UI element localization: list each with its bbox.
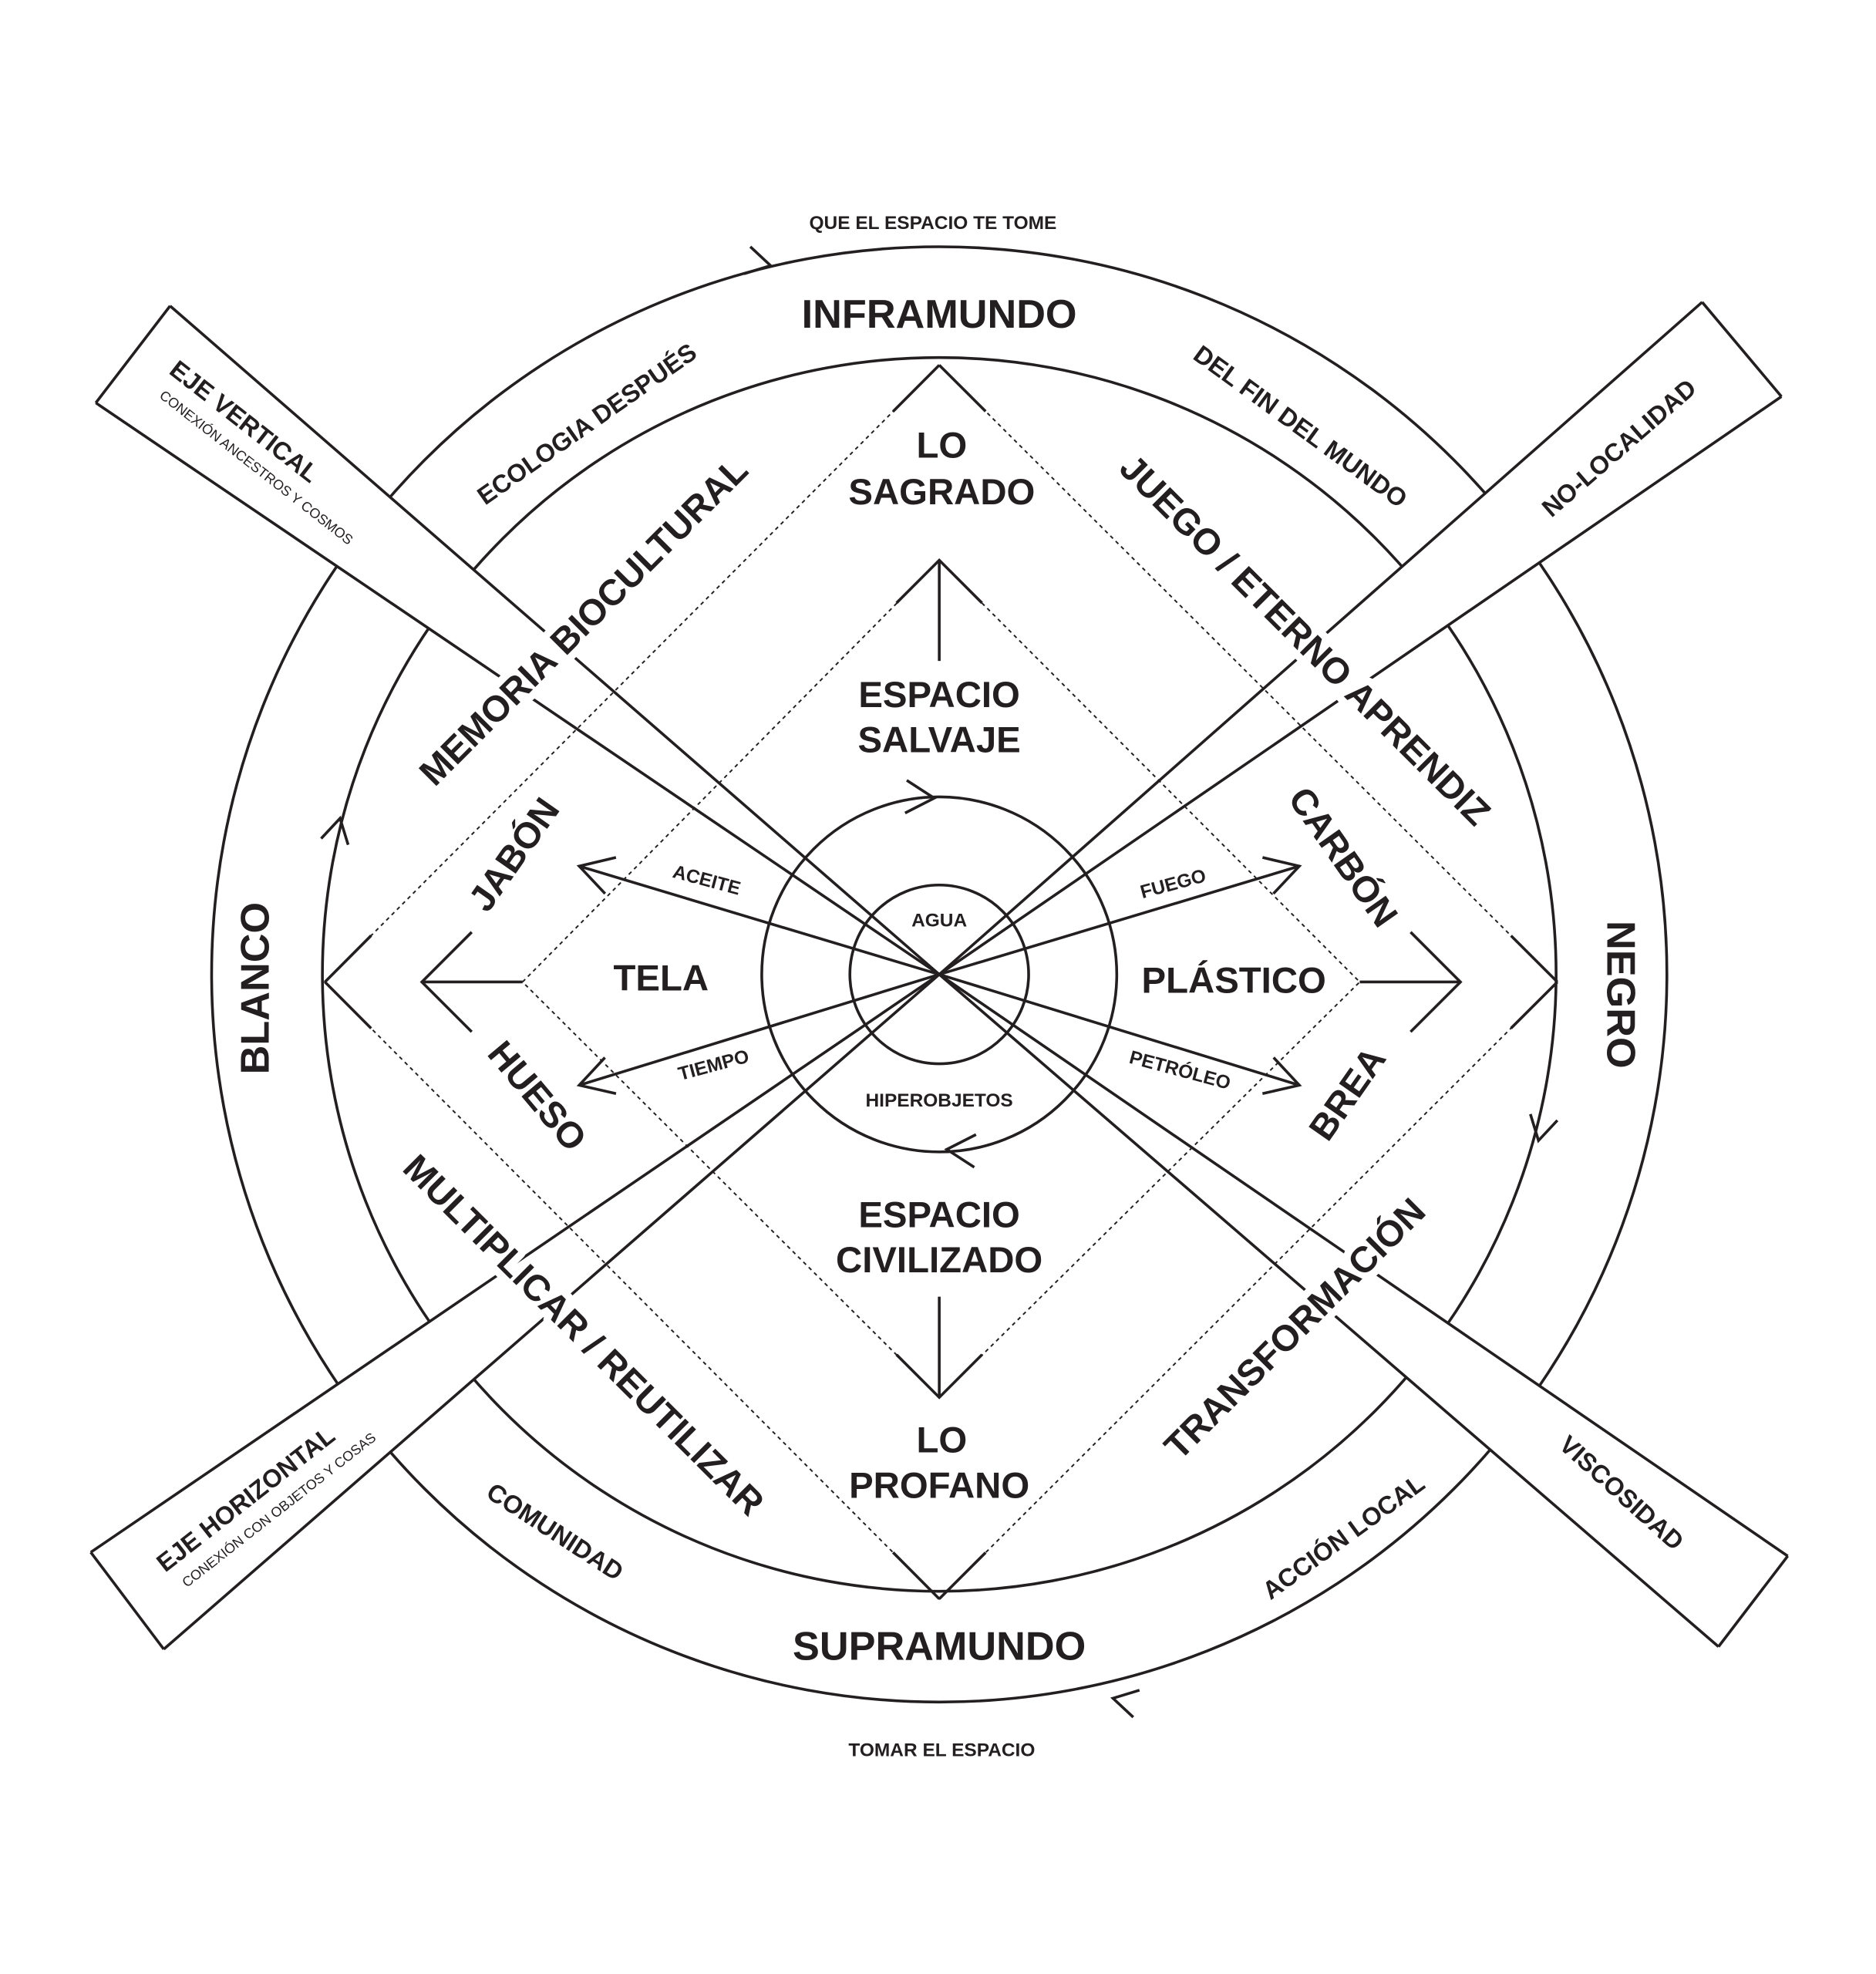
agua-label: AGUA (911, 911, 967, 931)
sagrado-line2: SAGRADO (848, 472, 1035, 513)
inner-circle-arrow-left (320, 815, 350, 846)
flow-arrowhead-fuego (1261, 856, 1302, 895)
axis-beam-edge (89, 973, 941, 1554)
axis-beam-edge (938, 301, 1703, 976)
diamond-vertex-segment (891, 1551, 941, 1600)
flow-arrow-aceite (578, 864, 940, 976)
outer-circle-arrow-top (743, 245, 773, 275)
plastico-label: PLÁSTICO (1142, 960, 1326, 1002)
accion-local-label: ACCIÓN LOCAL (1257, 1468, 1430, 1605)
inner-ring-circle (321, 355, 1558, 1593)
negro-label: NEGRO (1598, 921, 1642, 1069)
axis-beam-edge (95, 401, 941, 976)
center-circle-arrow-top (904, 779, 938, 814)
profano-line2: PROFANO (849, 1465, 1029, 1506)
axis-box-end (1717, 1555, 1789, 1648)
axis-beam-edge (169, 305, 941, 976)
flow-arrowhead-aceite (576, 856, 617, 895)
axis-beam-edge (938, 973, 1789, 1558)
diamond-vertex-segment (938, 1551, 987, 1600)
aceite-label: ACEITE (671, 861, 743, 899)
hiperobjetos-circle (760, 795, 1119, 1154)
arrow-down-head (895, 1353, 983, 1400)
jabon-label: JABÓN (460, 790, 568, 918)
flow-arrow-tiempo (578, 972, 940, 1087)
sagrado-line1: LO (917, 426, 968, 467)
outer-circle-arrow-bottom (1110, 1689, 1140, 1719)
diamond-vertex-segment (938, 364, 987, 413)
flow-arrow-petroleo (938, 972, 1300, 1087)
diamond-vertex-segment (1510, 935, 1559, 983)
axis-box-end (1701, 301, 1783, 398)
diamond-vertex-segment (324, 935, 372, 983)
civilizado-line2: CIVILIZADO (836, 1240, 1042, 1281)
flow-arrow-fuego (938, 864, 1300, 976)
axis-box-end (89, 1551, 165, 1650)
civilizado-line1: ESPACIO (858, 1194, 1020, 1235)
carbon-label: CARBÓN (1280, 779, 1406, 935)
transformacion-label: TRANSFORMACIÓN (1156, 1190, 1434, 1468)
brea-label: BREA (1302, 1040, 1394, 1148)
salvaje-line2: SALVAJE (857, 720, 1020, 761)
axis-box-bottom-left-fill (90, 1307, 493, 1649)
arrow-up-head (895, 558, 983, 605)
hueso-label: HUESO (480, 1033, 594, 1159)
inframundo-label: INFRAMUNDO (802, 292, 1077, 337)
arrow-right-head (1410, 931, 1463, 1033)
center-circle-arrow-bottom (944, 1133, 977, 1169)
salvaje-line1: ESPACIO (858, 675, 1020, 716)
agua-circle (848, 883, 1030, 1066)
diamond-vertex-segment (891, 364, 941, 413)
flow-arrowhead-petroleo (1261, 1056, 1302, 1096)
blanco-label: BLANCO (234, 902, 278, 1074)
axis-beam-edge (163, 973, 941, 1651)
axis-beam-edge (938, 395, 1783, 976)
petroleo-label: PETRÓLEO (1127, 1046, 1233, 1094)
axis-beam-edge (938, 973, 1719, 1648)
top-caption: QUE EL ESPACIO TE TOME (810, 213, 1057, 234)
flow-arrowhead-tiempo (576, 1056, 617, 1096)
supramundo-label: SUPRAMUNDO (793, 1625, 1086, 1669)
inner-circle-arrow-right (1529, 1113, 1559, 1144)
outer-ring-circle (210, 245, 1669, 1704)
diamond-vertex-segment (1510, 981, 1559, 1029)
arrow-left-head (419, 931, 473, 1033)
axis-box-end (94, 305, 172, 404)
diamond-vertex-segment (324, 981, 372, 1029)
bottom-caption: TOMAR EL ESPACIO (848, 1740, 1035, 1760)
juego-label: JUEGO / ETERNO APRENDIZ (1112, 447, 1498, 834)
tela-label: TELA (614, 958, 709, 999)
axis-box-top-right-fill (1383, 301, 1782, 640)
profano-line1: LO (917, 1420, 968, 1461)
axis-box-top-left-fill (96, 305, 493, 643)
hiperobjetos-label: HIPEROBJETOS (865, 1090, 1012, 1111)
axis-box-bottom-right-fill (1387, 1309, 1788, 1647)
ecologia-label: ECOLOGIA DESPUÉS (472, 337, 702, 510)
